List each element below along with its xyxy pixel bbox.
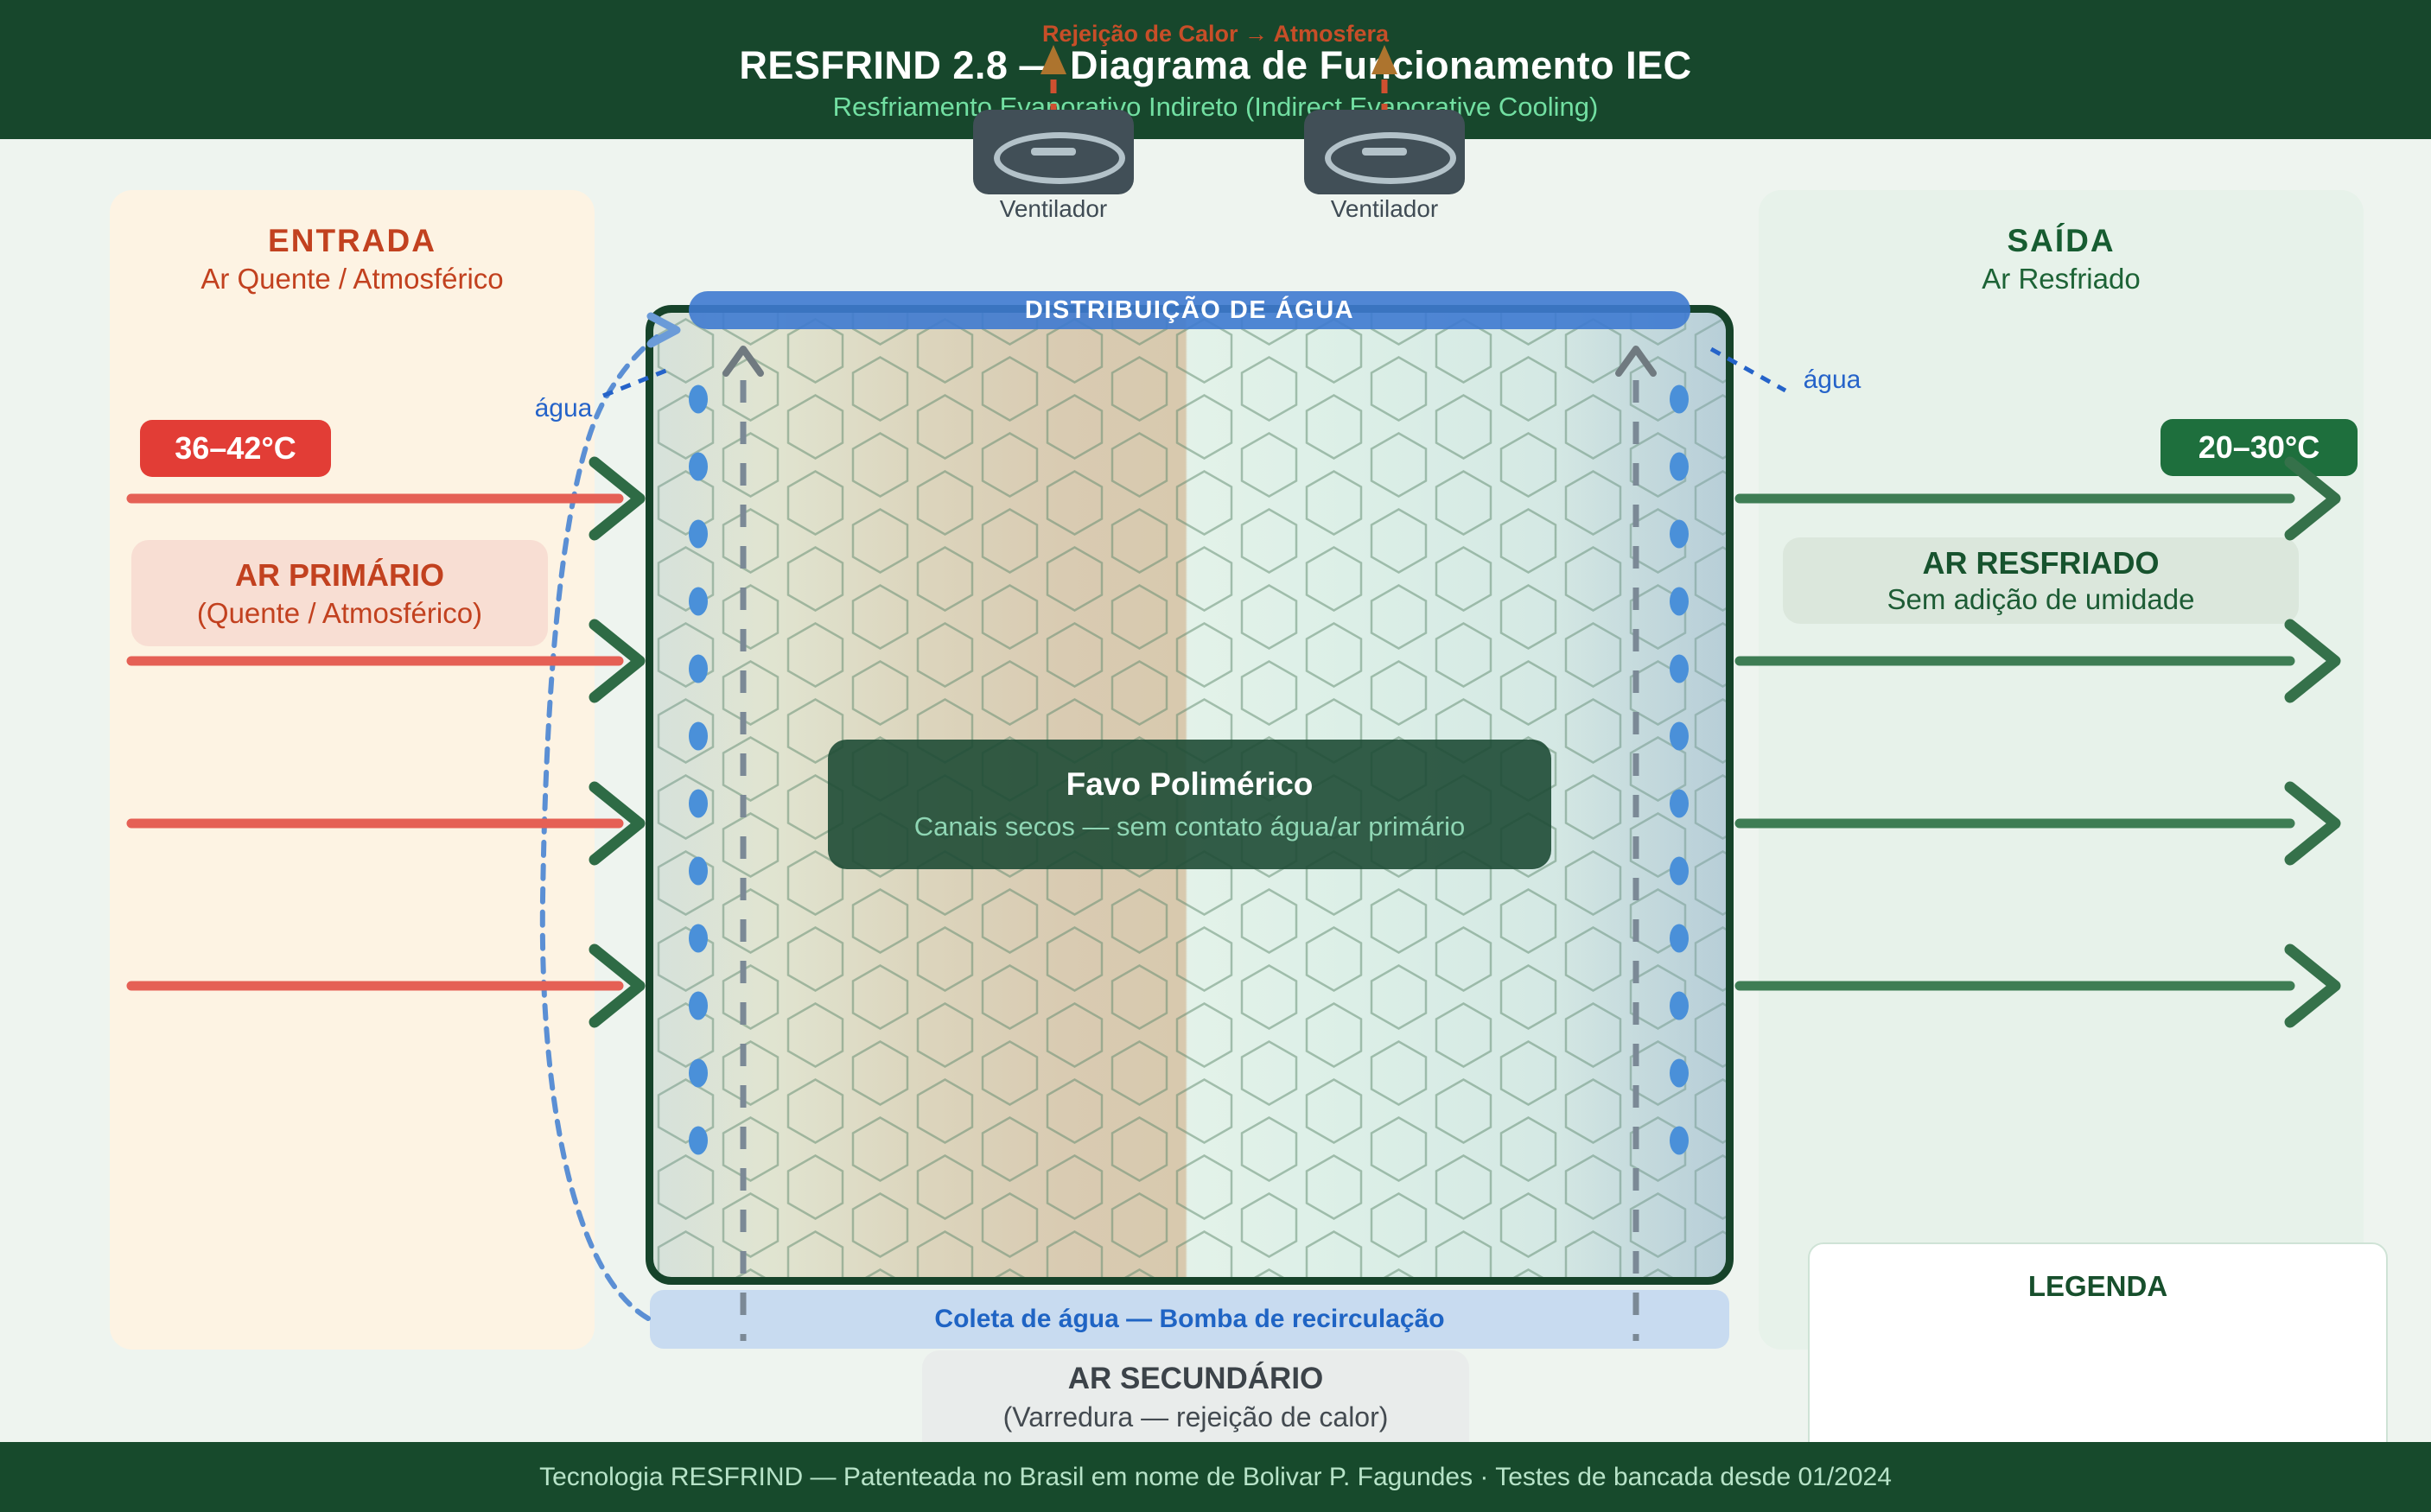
fan-blade-icon xyxy=(994,132,1125,184)
heat-rejection-label: Rejeição de Calor → Atmosfera xyxy=(1041,21,1390,47)
fan-blade-icon xyxy=(1325,132,1456,184)
core-subtitle: Canais secos — sem contato água/ar primá… xyxy=(913,811,1466,842)
primary-air-subtitle: (Quente / Atmosférico) xyxy=(196,596,483,629)
wet-channel-left xyxy=(653,313,766,1277)
wet-channel-right xyxy=(1553,313,1726,1277)
cooled-air-subtitle: Sem adição de umidade xyxy=(1887,583,2195,615)
hot-temperature-badge: 36–42°C xyxy=(140,420,331,477)
cooled-air-title: AR RESFRIADO xyxy=(1922,545,2160,581)
primary-air-card: AR PRIMÁRIO (Quente / Atmosférico) xyxy=(131,540,548,646)
fan-icon xyxy=(1304,110,1465,194)
secondary-air-subtitle: (Varredura — rejeição de calor) xyxy=(1002,1401,1389,1433)
fan-right-label: Ventilador xyxy=(1330,195,1439,222)
water-collection-bar: Coleta de água — Bomba de recirculação xyxy=(650,1290,1729,1349)
core-label-card: Favo Polimérico Canais secos — sem conta… xyxy=(828,740,1551,869)
secondary-air-card: AR SECUNDÁRIO (Varredura — rejeição de c… xyxy=(922,1350,1469,1445)
outlet-panel xyxy=(1759,190,2364,1350)
water-label-left: água xyxy=(534,394,593,422)
footer-band: Tecnologia RESFRIND — Patenteada no Bras… xyxy=(0,1442,2431,1512)
outlet-subtitle: Ar Resfriado xyxy=(1982,263,2141,295)
page-subtitle: Resfriamento Evaporativo Indireto (Indir… xyxy=(832,92,1599,122)
page-title: RESFRIND 2.8 — Diagrama de Funcionamento… xyxy=(739,43,1692,87)
header-band xyxy=(0,0,2431,139)
fan-left-label: Ventilador xyxy=(999,195,1108,222)
fan-hub-icon xyxy=(1362,148,1407,156)
outlet-title: SAÍDA xyxy=(2007,223,2116,258)
water-distribution-bar: DISTRIBUIÇÃO DE ÁGUA xyxy=(689,291,1690,329)
primary-air-title: AR PRIMÁRIO xyxy=(235,556,444,593)
inlet-title: ENTRADA xyxy=(268,223,436,258)
inlet-panel xyxy=(110,190,595,1350)
legend-title: LEGENDA xyxy=(2027,1270,2168,1302)
cold-temperature-badge: 20–30°C xyxy=(2161,419,2358,476)
fan-hub-icon xyxy=(1031,148,1076,156)
cooled-air-card: AR RESFRIADO Sem adição de umidade xyxy=(1783,537,2299,624)
water-label-right: água xyxy=(1803,365,1861,394)
fan-icon xyxy=(973,110,1134,194)
inlet-subtitle: Ar Quente / Atmosférico xyxy=(200,263,504,295)
secondary-air-title: AR SECUNDÁRIO xyxy=(1067,1362,1324,1395)
core-title: Favo Polimérico xyxy=(1066,766,1314,802)
